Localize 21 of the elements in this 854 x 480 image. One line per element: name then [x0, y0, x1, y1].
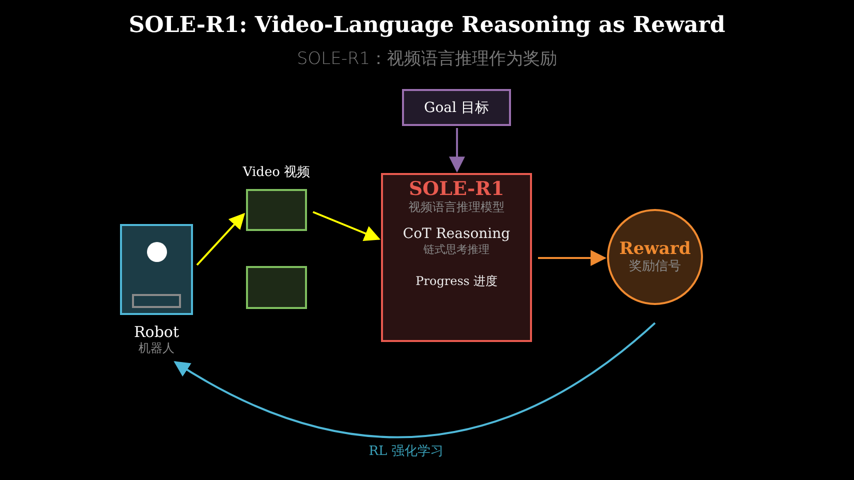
edge-label: RL 强化学习 — [368, 443, 444, 460]
arrow — [196, 212, 246, 266]
step-label: Progress 进度 — [414, 273, 498, 289]
arrow — [538, 250, 607, 266]
arrow — [312, 211, 380, 241]
robot-label: 机器人 — [138, 341, 176, 356]
reward-title: Reward — [619, 240, 691, 258]
step-subtitle: 链式思考推理 — [422, 243, 490, 257]
video-label: Video 视频 — [242, 164, 312, 182]
goal-box: Goal 目标 — [402, 89, 511, 126]
model-title: SOLE-R1 — [408, 178, 506, 200]
arrow — [449, 128, 465, 173]
robot-label: Robot — [133, 324, 180, 341]
title: SOLE-R1: Video-Language Reasoning as Reward — [128, 12, 726, 38]
arrow — [174, 322, 656, 438]
video-frame — [246, 266, 307, 309]
model-box — [381, 173, 532, 342]
model-subtitle: 视频语言推理模型 — [408, 200, 506, 215]
subtitle: SOLE-R1：视频语言推理作为奖励 — [296, 48, 558, 70]
reward-subtitle: 奖励信号 — [629, 258, 681, 274]
step-label: CoT Reasoning — [402, 225, 512, 243]
